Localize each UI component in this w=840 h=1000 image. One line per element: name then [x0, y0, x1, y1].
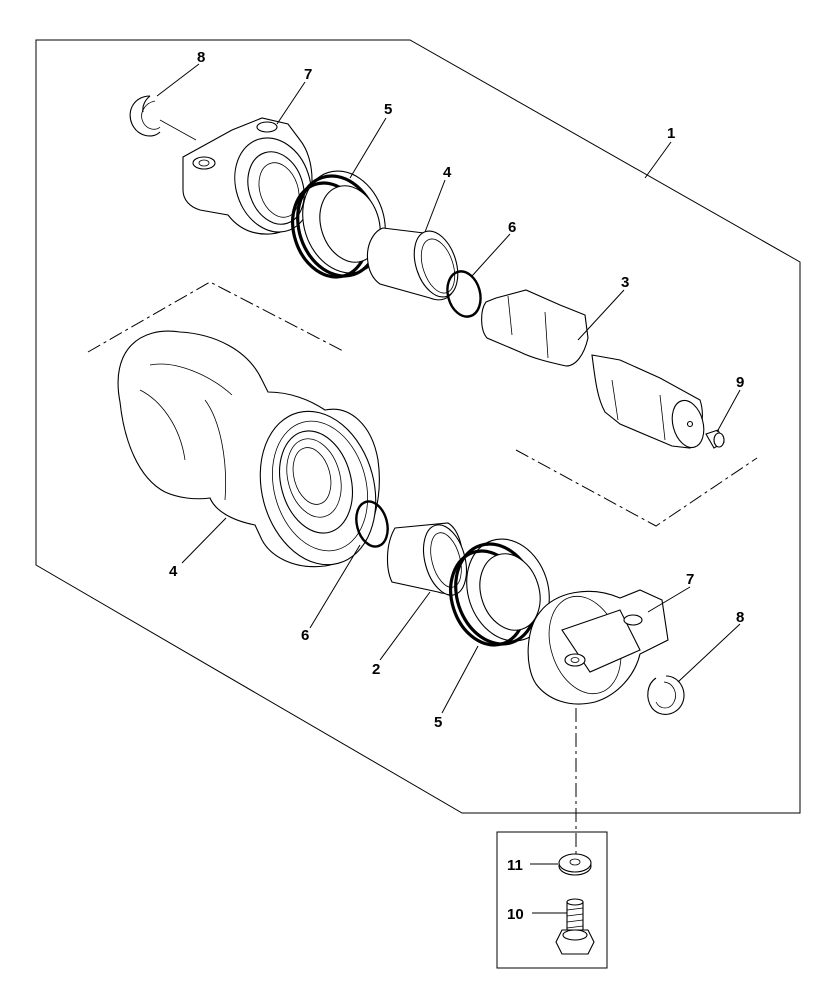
callout-1: 1 [667, 125, 675, 142]
guide-lines [87, 119, 758, 855]
callout-5-bottom: 5 [434, 714, 442, 731]
callout-11: 11 [507, 857, 523, 874]
o-ring-top [446, 270, 482, 318]
callout-5-top: 5 [384, 101, 392, 118]
leader-lines [156, 63, 741, 914]
bolt [555, 898, 595, 955]
collar-top [182, 117, 313, 235]
callout-6-top: 6 [508, 219, 516, 236]
bushing-top [366, 227, 459, 301]
callout-6-bottom: 6 [301, 627, 309, 644]
o-ring-bottom [355, 500, 389, 548]
callout-4-bottom: 4 [169, 563, 178, 580]
assembly-boundary [35, 39, 801, 814]
callout-7-bottom: 7 [686, 571, 694, 588]
callout-2: 2 [372, 661, 380, 678]
snap-ring-top [129, 95, 161, 137]
washer [558, 853, 592, 876]
hardware-kit-box [496, 831, 608, 969]
callout-labels: 1 2 3 4 4 5 5 6 6 7 7 8 8 9 10 11 [169, 49, 744, 923]
callout-8-bottom: 8 [736, 609, 744, 626]
callout-4-top: 4 [443, 164, 452, 181]
callout-8-top: 8 [197, 49, 205, 66]
roller-body [117, 330, 380, 568]
callout-10: 10 [507, 906, 524, 923]
callout-3: 3 [621, 274, 629, 291]
collar-bottom [527, 589, 669, 705]
plug [705, 429, 725, 449]
callout-9: 9 [736, 374, 744, 391]
shaft [481, 289, 705, 449]
snap-ring-bottom [647, 675, 685, 715]
floating-seal-top [291, 170, 386, 279]
callout-7-top: 7 [304, 66, 312, 83]
floating-seal-bottom [449, 538, 550, 647]
